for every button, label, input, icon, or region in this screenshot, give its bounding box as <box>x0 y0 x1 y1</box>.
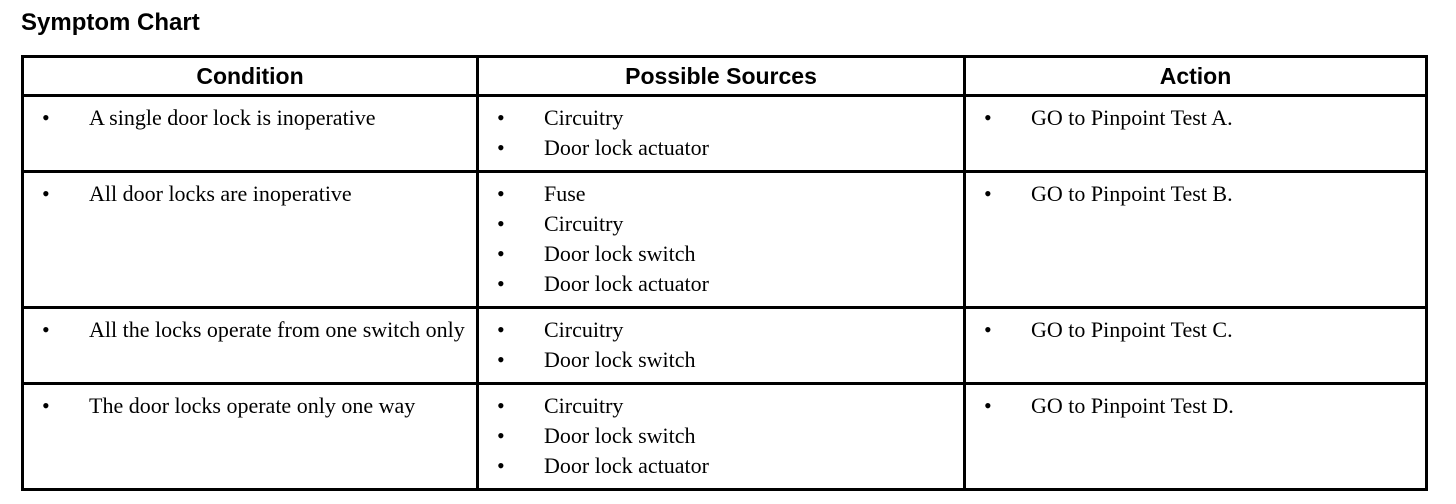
bullet-list: • Circuitry • Door lock switch <box>487 315 955 375</box>
bullet-list: • GO to Pinpoint Test D. <box>974 391 1417 421</box>
bullet-icon: • <box>984 105 992 130</box>
list-item: • GO to Pinpoint Test A. <box>974 103 1417 133</box>
bullet-list: • GO to Pinpoint Test C. <box>974 315 1417 345</box>
table-row: • The door locks operate only one way • … <box>21 382 1428 491</box>
cell-condition: • A single door lock is inoperative <box>21 94 479 173</box>
cell-possible-sources: • Circuitry • Door lock switch <box>476 306 966 385</box>
list-item-label: All the locks operate from one switch on… <box>89 317 465 342</box>
list-item-label: Circuitry <box>544 317 624 342</box>
table-row: • All the locks operate from one switch … <box>21 306 1428 385</box>
table-body: • A single door lock is inoperative • Ci… <box>21 94 1428 491</box>
symptom-chart-table: Condition Possible Sources Action • A si… <box>21 55 1428 491</box>
list-item-label: GO to Pinpoint Test D. <box>1031 393 1234 418</box>
bullet-icon: • <box>497 271 505 296</box>
page-title: Symptom Chart <box>21 9 200 36</box>
list-item: • Circuitry <box>487 315 955 345</box>
list-item: • Circuitry <box>487 103 955 133</box>
list-item-label: A single door lock is inoperative <box>89 105 376 130</box>
list-item-label: Door lock actuator <box>544 453 709 478</box>
list-item: • GO to Pinpoint Test D. <box>974 391 1417 421</box>
bullet-icon: • <box>984 181 992 206</box>
bullet-icon: • <box>497 211 505 236</box>
bullet-icon: • <box>497 105 505 130</box>
bullet-icon: • <box>497 423 505 448</box>
list-item-label: The door locks operate only one way <box>89 393 416 418</box>
list-item: • Door lock switch <box>487 421 955 451</box>
list-item-label: Fuse <box>544 181 586 206</box>
bullet-icon: • <box>42 393 50 418</box>
bullet-list: • A single door lock is inoperative <box>32 103 468 133</box>
bullet-icon: • <box>497 241 505 266</box>
column-header-action: Action <box>963 55 1428 97</box>
cell-action: • GO to Pinpoint Test A. <box>963 94 1428 173</box>
bullet-list: • All the locks operate from one switch … <box>32 315 468 345</box>
bullet-icon: • <box>497 347 505 372</box>
column-header-condition: Condition <box>21 55 479 97</box>
bullet-list: • All door locks are inoperative <box>32 179 468 209</box>
bullet-icon: • <box>984 393 992 418</box>
list-item-label: Circuitry <box>544 211 624 236</box>
bullet-icon: • <box>42 105 50 130</box>
cell-action: • GO to Pinpoint Test D. <box>963 382 1428 491</box>
list-item: • All door locks are inoperative <box>32 179 468 209</box>
bullet-icon: • <box>497 135 505 160</box>
list-item: • GO to Pinpoint Test C. <box>974 315 1417 345</box>
list-item: • Fuse <box>487 179 955 209</box>
list-item-label: Door lock switch <box>544 347 696 372</box>
list-item-label: Door lock actuator <box>544 271 709 296</box>
cell-possible-sources: • Circuitry • Door lock actuator <box>476 94 966 173</box>
bullet-icon: • <box>497 317 505 342</box>
list-item-label: Door lock actuator <box>544 135 709 160</box>
bullet-icon: • <box>42 181 50 206</box>
list-item: • Door lock switch <box>487 345 955 375</box>
list-item: • All the locks operate from one switch … <box>32 315 468 345</box>
list-item-label: Door lock switch <box>544 423 696 448</box>
list-item: • Door lock actuator <box>487 451 955 481</box>
list-item-label: GO to Pinpoint Test B. <box>1031 181 1233 206</box>
cell-possible-sources: • Fuse • Circuitry • Door lock switch <box>476 170 966 309</box>
list-item: • Door lock actuator <box>487 269 955 299</box>
list-item-label: Door lock switch <box>544 241 696 266</box>
list-item: • Circuitry <box>487 209 955 239</box>
list-item-label: Circuitry <box>544 393 624 418</box>
cell-action: • GO to Pinpoint Test C. <box>963 306 1428 385</box>
table-header: Condition Possible Sources Action <box>21 55 1428 97</box>
cell-possible-sources: • Circuitry • Door lock switch • Door lo… <box>476 382 966 491</box>
list-item: • A single door lock is inoperative <box>32 103 468 133</box>
list-item-label: GO to Pinpoint Test C. <box>1031 317 1233 342</box>
bullet-icon: • <box>984 317 992 342</box>
list-item-label: GO to Pinpoint Test A. <box>1031 105 1233 130</box>
bullet-list: • The door locks operate only one way <box>32 391 468 421</box>
cell-condition: • The door locks operate only one way <box>21 382 479 491</box>
table-row: • All door locks are inoperative • Fuse <box>21 170 1428 309</box>
bullet-icon: • <box>497 453 505 478</box>
bullet-icon: • <box>497 393 505 418</box>
bullet-icon: • <box>42 317 50 342</box>
list-item: • Circuitry <box>487 391 955 421</box>
bullet-list: • Circuitry • Door lock switch • Door lo… <box>487 391 955 481</box>
table-row: • A single door lock is inoperative • Ci… <box>21 94 1428 173</box>
bullet-list: • Fuse • Circuitry • Door lock switch <box>487 179 955 299</box>
cell-action: • GO to Pinpoint Test B. <box>963 170 1428 309</box>
list-item: • Door lock switch <box>487 239 955 269</box>
bullet-list: • GO to Pinpoint Test A. <box>974 103 1417 133</box>
list-item-label: Circuitry <box>544 105 624 130</box>
list-item-label: All door locks are inoperative <box>89 181 352 206</box>
bullet-list: • GO to Pinpoint Test B. <box>974 179 1417 209</box>
bullet-icon: • <box>497 181 505 206</box>
cell-condition: • All door locks are inoperative <box>21 170 479 309</box>
list-item: • The door locks operate only one way <box>32 391 468 421</box>
bullet-list: • Circuitry • Door lock actuator <box>487 103 955 163</box>
cell-condition: • All the locks operate from one switch … <box>21 306 479 385</box>
table-header-row: Condition Possible Sources Action <box>21 55 1428 97</box>
list-item: • GO to Pinpoint Test B. <box>974 179 1417 209</box>
list-item: • Door lock actuator <box>487 133 955 163</box>
column-header-possible-sources: Possible Sources <box>476 55 966 97</box>
